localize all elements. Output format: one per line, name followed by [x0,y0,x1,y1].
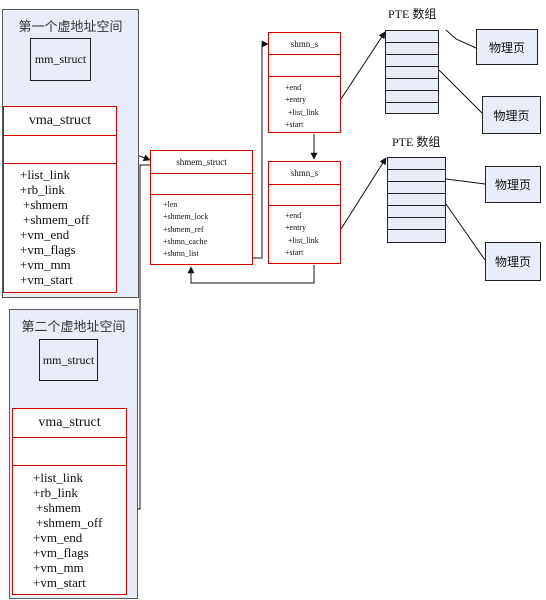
pte-array-1 [385,30,439,114]
field: +vm_start [33,575,86,590]
pte-entry [386,67,438,79]
shmn-s-fields-1: +end +entry +list_link +start [285,82,319,131]
field: +vm_flags [33,545,89,560]
vma-struct-divider-1 [4,135,116,164]
shmn-s-divider-2 [269,184,340,206]
pte1-to-page2-line [438,69,483,114]
vma-struct-box-2: vma_struct +list_link +rb_link +shmem +s… [12,408,127,595]
field: +shmem_off [36,515,103,530]
field: +shmem_off [23,212,90,227]
pte2-to-page3-line [445,178,486,185]
vma-struct-title-2: vma_struct [13,409,126,438]
field: +list_link [33,470,83,485]
field: +entry [285,95,306,105]
field: +vm_start [20,272,73,287]
field: +vm_mm [33,560,84,575]
pte-entry [388,182,445,194]
field: +shmem [23,197,68,212]
field: +vm_mm [20,257,71,272]
field: +list_link [20,167,70,182]
mm-struct-box-1: mm_struct [30,38,91,81]
field: +shmn_list [163,249,199,259]
pte2-to-page4-line [445,203,486,261]
vma-struct-fields-1: +list_link +rb_link +shmem +shmem_off +v… [20,167,89,287]
shmn1-to-pte1-arrow [340,31,386,100]
pte-entry [386,31,438,43]
field: +entry [285,223,306,233]
pte-entry [388,194,445,206]
pte-entry [386,79,438,91]
shmn2-to-shmem-back-arrow [187,265,315,284]
shmem-struct-fields: +len +shmem_lock +shmem_ref +shmn_cache … [163,199,208,260]
pte-entry [386,55,438,67]
vma-struct-fields-2: +list_link +rb_link +shmem +shmem_off +v… [33,470,102,590]
pte-entry [386,43,438,55]
shmn-s-fields-2: +end +entry +list_link +start [285,210,319,259]
field: +shmn_cache [163,236,208,246]
shmem-struct-divider [151,173,252,195]
pte-array-label-1: PTE 数组 [388,7,437,21]
shmn-s-divider-1 [269,54,340,77]
physical-page-4: 物理页 [485,242,541,281]
shmn-s-box-2: shmn_s +end +entry +list_link +start [268,161,341,264]
shmn-s-box-1: shmn_s +end +entry +list_link +start [268,32,341,133]
address-space-1-title: 第一个虚地址空间 [18,20,123,35]
pte-array-2 [387,157,446,243]
vma-struct-divider-2 [13,437,126,466]
field: +end [285,211,302,220]
pte-entry [388,230,445,242]
field: +vm_flags [20,242,76,257]
vma-struct-title-1: vma_struct [4,107,116,136]
pte-entry [388,218,445,230]
field: +shmem_ref [163,224,204,234]
pte-entry [386,103,438,113]
field: +list_link [288,235,319,245]
pte-array-label-2: PTE 数组 [392,135,441,149]
shmem-to-shmn1-arrow [253,40,269,259]
physical-page-3: 物理页 [485,166,541,203]
shmem-struct-box: shmem_struct +len +shmem_lock +shmem_ref… [150,150,253,265]
vma-struct-box-1: vma_struct +list_link +rb_link +shmem +s… [3,106,117,293]
address-space-2-title: 第二个虚地址空间 [21,320,126,335]
field: +rb_link [33,485,78,500]
shmn2-to-pte2-arrow [340,157,387,230]
field: +vm_end [33,530,83,545]
field: +shmem [36,500,81,515]
field: +start [285,247,304,257]
pte-entry [388,158,445,170]
pte1-to-page1-line [445,29,477,49]
shmn-s-title-1: shmn_s [269,33,340,55]
field: +vm_end [20,227,70,242]
shmn-s-title-2: shmn_s [269,162,340,185]
physical-page-2: 物理页 [482,96,541,134]
field: +rb_link [20,182,65,197]
pte-entry [386,91,438,103]
shmem-struct-title: shmem_struct [151,151,252,174]
field: +list_link [288,107,319,117]
field: +start [285,119,304,129]
field: +shmem_lock [163,212,209,222]
field: +end [285,83,302,92]
physical-page-1: 物理页 [476,29,538,65]
mm-struct-box-2: mm_struct [39,339,98,381]
field: +len [163,200,178,209]
pte-entry [388,206,445,218]
pte-entry [388,170,445,182]
